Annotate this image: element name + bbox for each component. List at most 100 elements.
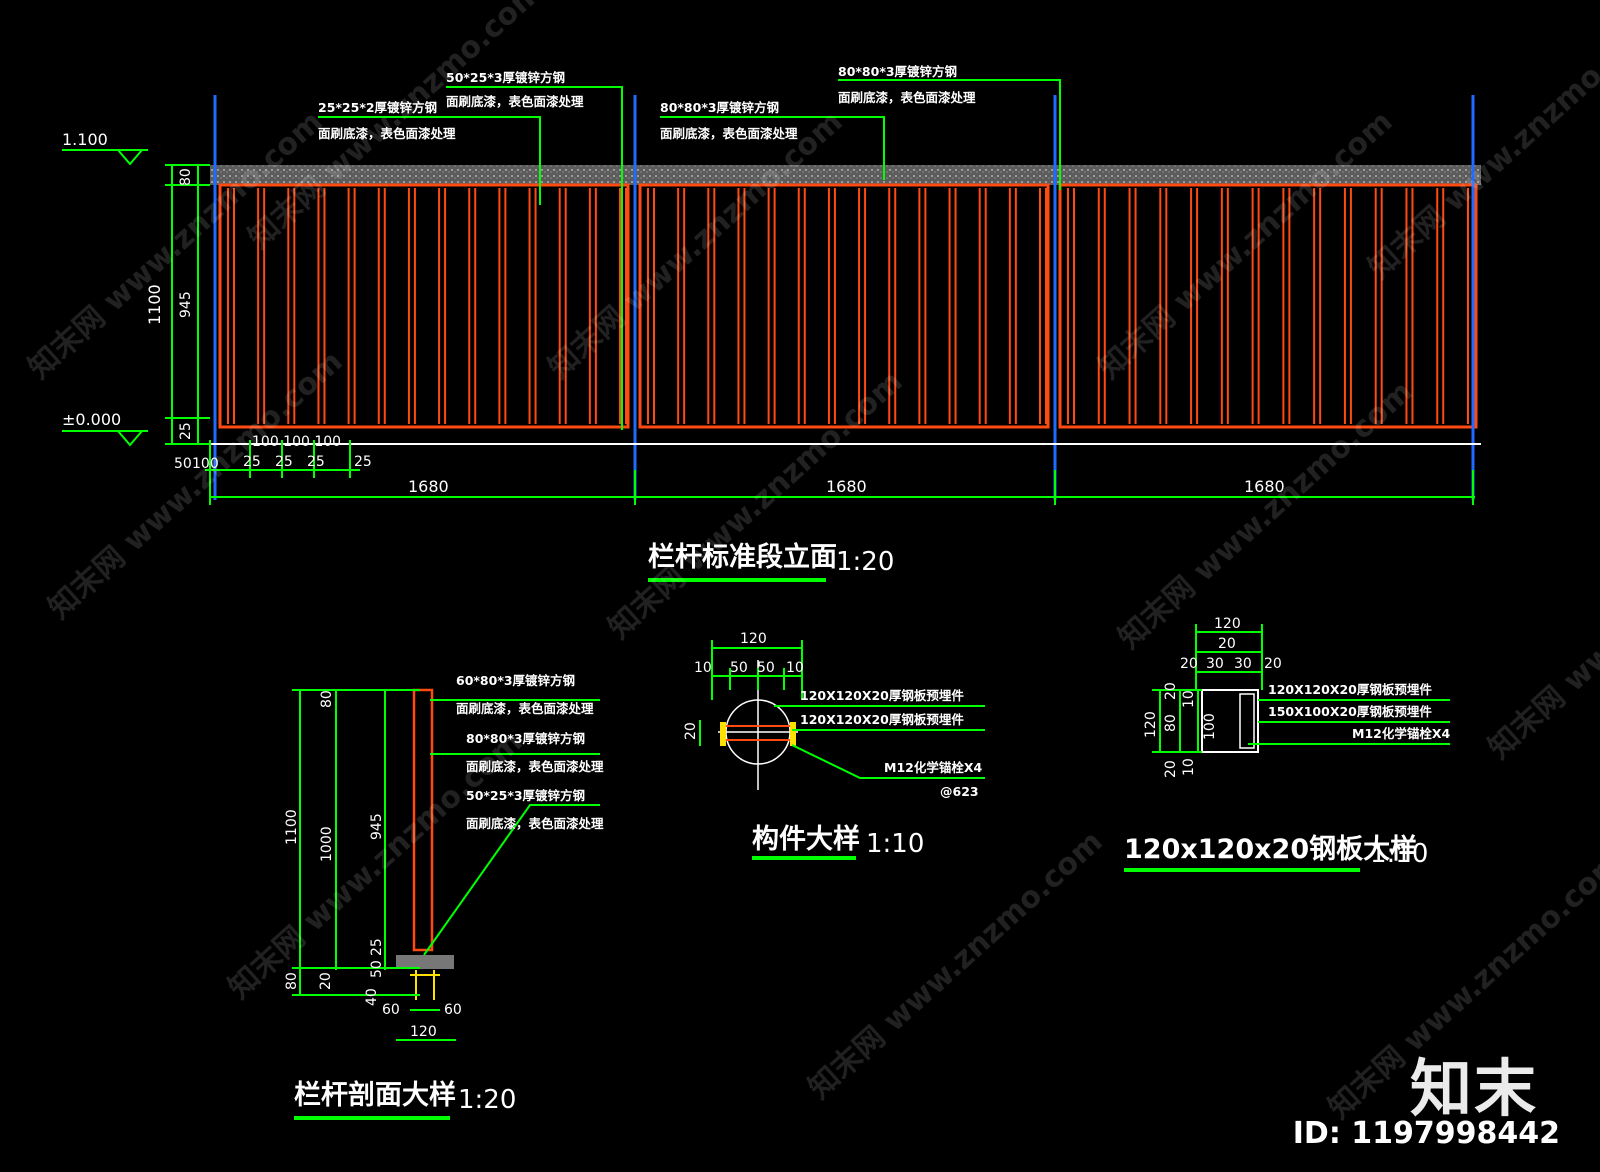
section-profile [412,688,434,952]
section-dim-25: 25 [369,938,385,956]
section-dim-80a: 80 [319,690,335,708]
dim-small-25a: 25 [243,454,261,470]
plate-callout-3: M12化学锚栓X4 [1352,726,1450,741]
section-dim-1100: 1100 [284,809,300,845]
rail-frame [218,183,1478,429]
dim-spacing: 100 100 100 [252,434,341,450]
section-dim-120: 120 [410,1024,437,1040]
watermark-text: 知末网 www.znzmo.com [542,104,849,386]
callout-4-line1: 80*80*3厚镀锌方钢 [838,64,957,79]
callout-2-line2: 面刷底漆，表色面漆处理 [446,94,584,109]
section-callout-3: 80*80*3厚镀锌方钢 [466,731,585,746]
dim-height-mid: 945 [178,291,194,318]
plate-dim-left-10a: 10 [1181,690,1197,708]
callout-2-line1: 50*25*3厚镀锌方钢 [446,70,565,85]
component-dim-10b: 10 [786,660,804,676]
section-dim-80b: 80 [284,972,300,990]
level-bottom-label: ±0.000 [62,410,121,429]
rail-span-frame [218,183,630,429]
level-markers [62,149,148,447]
component-scale: 1:10 [866,829,924,859]
plate-dim-20c: 20 [1264,656,1282,672]
section-callout-2: 面刷底漆，表色面漆处理 [456,701,594,716]
dim-span-3: 1680 [1244,477,1285,496]
section-dim-60a: 60 [382,1002,400,1018]
component-callout-1: 120X120X20厚钢板预埋件 [800,688,964,703]
elevation-view: 1.100 ±0.000 1100 80 945 25 50 [62,64,1481,582]
plate-dim-20b: 20 [1180,656,1198,672]
component-dim-20: 20 [683,722,699,740]
callout-1-line2: 面刷底漆，表色面漆处理 [318,126,456,141]
dim-small-25c: 25 [307,454,325,470]
callout-4-line2: 面刷底漆，表色面漆处理 [838,90,976,105]
balusters [227,188,1475,424]
dim-total-height: 1100 [145,284,164,325]
section-dim-40: 40 [364,988,380,1006]
plate-callout-1: 120X120X20厚钢板预埋件 [1268,682,1432,697]
elevation-callout-leaders [318,79,1061,430]
plate-dimension-lines [1152,624,1450,753]
watermark-text: 知末网 www.znzmo.com [1482,484,1600,766]
callout-3-line1: 80*80*3厚镀锌方钢 [660,100,779,115]
section-callout-5: 50*25*3厚镀锌方钢 [466,788,585,803]
section-dim-60b: 60 [444,1002,462,1018]
section-view: 1100 1000 945 80 80 20 50 25 40 60 60 12… [284,673,604,1120]
plate-dim-left-20a: 20 [1163,682,1179,700]
watermark-text: 知末网 www.znzmo.com [1362,4,1600,286]
section-callout-1: 60*80*3厚镀锌方钢 [456,673,575,688]
plate-dim-30a: 30 [1206,656,1224,672]
plate-callout-2: 150X100X20厚钢板预埋件 [1268,704,1432,719]
component-title: 构件大样 [752,823,860,855]
dim-height-bottom: 25 [178,422,194,440]
dim-span-2: 1680 [826,477,867,496]
watermark-text: 知末网 www.znzmo.com [802,824,1109,1106]
dim-span-1: 1680 [408,477,449,496]
posts [213,95,1475,500]
elevation-scale: 1:20 [836,547,894,577]
watermark-text: 知末网 www.znzmo.com [1092,104,1399,386]
horizontal-dimension-lines [205,440,1475,505]
component-dim-50a: 50 [730,660,748,676]
plate-dim-left-120: 120 [1143,711,1159,738]
image-id-label: ID: 1197998442 [1292,1116,1560,1151]
plate-view: 120 20 20 30 30 20 120 20 80 20 10 100 1… [1124,616,1450,872]
section-dim-1000: 1000 [319,826,335,862]
component-dim-10a: 10 [694,660,712,676]
plate-title: 120x120x20钢板大样 [1124,833,1417,865]
dim-small-50: 50 [174,456,192,472]
section-scale: 1:20 [458,1085,516,1115]
plate-dim-left-10b: 10 [1181,758,1197,776]
section-dimension-lines [292,689,600,1041]
elevation-title: 栏杆标准段立面 [648,541,837,573]
component-view: 120 10 50 50 10 20 120X120X20厚钢板预埋件 120X… [683,631,985,860]
section-callout-6: 面刷底漆，表色面漆处理 [466,816,604,831]
brand-logo: 知末 [1409,1052,1538,1125]
component-callout-2: 120X120X20厚钢板预埋件 [800,712,964,727]
plate-inner [1239,693,1255,749]
component-callout-3: M12化学锚栓X4 [884,760,982,775]
plate-dim-20: 20 [1218,636,1236,652]
component-dimension-lines [699,640,985,779]
component-dim-120: 120 [740,631,767,647]
plate-dim-30b: 30 [1234,656,1252,672]
plate-dim-left-20b: 20 [1163,760,1179,778]
component-bolts [720,722,796,746]
watermark-text: 知末网 www.znzmo.com [42,344,349,626]
top-rail-hatch-texture [210,165,1481,185]
dim-small-25d: 25 [354,454,372,470]
component-dim-50b: 50 [757,660,775,676]
level-top-label: 1.100 [62,130,108,149]
component-callout-4: @623 [940,784,979,799]
plate-dim-left-100: 100 [1202,713,1218,740]
plate-dim-120: 120 [1214,616,1241,632]
section-dim-50: 50 [369,960,385,978]
plate-scale: 1:10 [1370,839,1428,869]
callout-1-line1: 25*25*2厚镀锌方钢 [318,100,437,115]
rail-span-frame [1058,183,1478,429]
watermark-text: 知末网 www.znzmo.com [1112,374,1419,656]
callout-3-line2: 面刷底漆，表色面漆处理 [660,126,798,141]
plate-dim-left-80: 80 [1163,714,1179,732]
dim-small-100: 100 [192,456,219,472]
vertical-dimension-lines [165,164,210,445]
